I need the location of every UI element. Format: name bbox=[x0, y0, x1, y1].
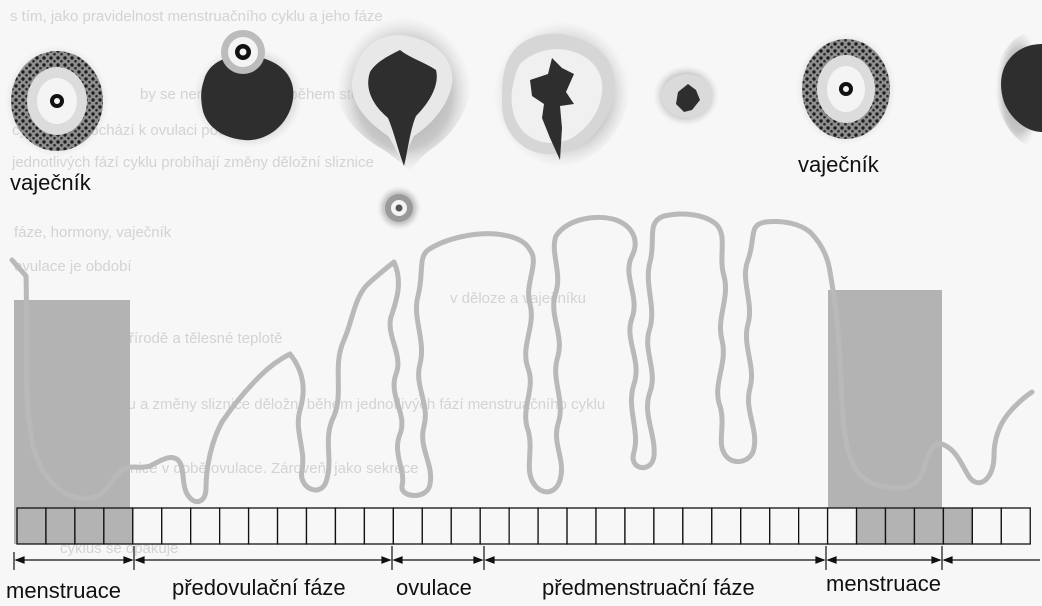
day-cell bbox=[393, 508, 422, 544]
day-cell bbox=[75, 508, 104, 544]
phase-arrows bbox=[14, 546, 1040, 570]
day-cell bbox=[972, 508, 1001, 544]
phase-label-menstruation-next: menstruace bbox=[826, 571, 941, 597]
follicle-primary bbox=[5, 45, 109, 157]
day-cell bbox=[307, 508, 336, 544]
day-cell bbox=[828, 508, 857, 544]
ovary-label-right: vaječník bbox=[798, 152, 879, 178]
corpus-albicans bbox=[653, 65, 719, 126]
day-strip bbox=[17, 508, 1030, 544]
day-cell bbox=[480, 508, 509, 544]
ovary-label-left: vaječník bbox=[10, 170, 91, 196]
day-cell bbox=[799, 508, 828, 544]
follicle-primary bbox=[796, 33, 896, 145]
follicle-ruptured bbox=[336, 17, 472, 172]
day-cell bbox=[712, 508, 741, 544]
day-cell bbox=[1001, 508, 1030, 544]
day-cell bbox=[191, 508, 220, 544]
day-cell bbox=[596, 508, 625, 544]
phase-label-ovulation: ovulace bbox=[396, 575, 472, 601]
follicle-graafian bbox=[193, 30, 303, 148]
phase-label-menstruation: menstruace bbox=[6, 578, 121, 604]
day-cell bbox=[220, 508, 249, 544]
day-cell bbox=[741, 508, 770, 544]
day-cell bbox=[654, 508, 683, 544]
day-cell bbox=[335, 508, 364, 544]
day-cell bbox=[162, 508, 191, 544]
follicle-partial bbox=[996, 30, 1042, 150]
day-cell bbox=[625, 508, 654, 544]
day-cell bbox=[683, 508, 712, 544]
day-cell bbox=[17, 508, 46, 544]
day-cell bbox=[886, 508, 915, 544]
day-cell bbox=[943, 508, 972, 544]
day-cell bbox=[567, 508, 596, 544]
day-cell bbox=[104, 508, 133, 544]
day-cell bbox=[538, 508, 567, 544]
day-cell bbox=[133, 508, 162, 544]
corpus-luteum bbox=[494, 21, 631, 167]
day-cell bbox=[364, 508, 393, 544]
day-cell bbox=[509, 508, 538, 544]
day-cell bbox=[914, 508, 943, 544]
ovum bbox=[377, 186, 421, 230]
day-cell bbox=[249, 508, 278, 544]
day-cell bbox=[46, 508, 75, 544]
day-cell bbox=[770, 508, 799, 544]
day-cell bbox=[857, 508, 886, 544]
day-cell bbox=[451, 508, 480, 544]
phase-label-premenstruation: předmenstruační fáze bbox=[542, 575, 755, 601]
day-cell bbox=[278, 508, 307, 544]
day-cell bbox=[422, 508, 451, 544]
phase-label-preovulation: předovulační fáze bbox=[172, 575, 346, 601]
